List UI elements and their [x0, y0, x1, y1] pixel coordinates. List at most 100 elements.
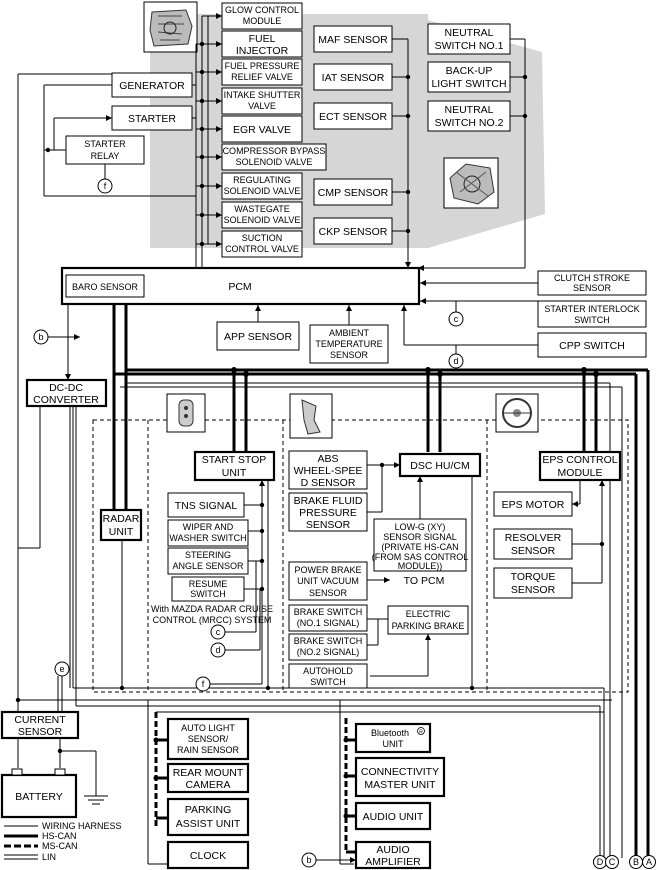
auto-light-rain-sensor — [166, 717, 250, 761]
battery-terminal-neg — [11, 768, 23, 776]
maf-label: MAF SENSOR — [318, 34, 388, 46]
lowg-label-4: (FROM SAS CONTROL — [372, 552, 469, 562]
body-can-bus — [147, 700, 604, 865]
svg-text:IAT SENSOR: IAT SENSOR — [322, 72, 385, 84]
mrcc-note-2: CONTROL (MRCC) SYSTEM — [153, 615, 272, 625]
clutch-label-1: CLUTCH STROKE — [554, 273, 630, 283]
svg-text:ECT SENSOR: ECT SENSOR — [319, 111, 387, 123]
battery-terminal-pos — [54, 768, 66, 776]
backup-light-switch — [427, 61, 511, 93]
fuel-injector-label-1: FUEL — [249, 33, 276, 45]
neutral2-label-1: NEUTRAL — [444, 104, 493, 116]
steering-wheel-picture — [495, 393, 539, 433]
autohold-label-2: SWITCH — [310, 677, 346, 687]
glow-label-1: GLOW CONTROL — [225, 5, 299, 15]
interlock-label-2: SWITCH — [574, 315, 610, 325]
wastegate-label-2: SOLENOID VALVE — [224, 215, 301, 225]
svg-text:GENERATOR: GENERATOR — [119, 80, 185, 92]
connectivity-label-1: CONNECTIVITY — [361, 766, 439, 778]
battery — [0, 773, 78, 819]
brake-sw2-label-1: BRAKE SWITCH — [294, 636, 363, 646]
app-label: APP SENSOR — [224, 331, 292, 343]
fuel-relief-label-1: FUEL PRESSURE — [225, 61, 300, 71]
rear-camera-label-1: REAR MOUNT — [173, 767, 244, 779]
eps-motor-label: EPS MOTOR — [502, 499, 565, 511]
vacuum-label-3: SENSOR — [309, 588, 348, 598]
rear-mount-camera — [166, 762, 250, 794]
abs-label-3: D SENSOR — [301, 477, 356, 489]
transmission-bus — [418, 38, 528, 271]
start-stop-label-1: START STOP — [202, 454, 267, 466]
mrcc-note-1: With MAZDA RADAR CRUISE — [151, 604, 273, 614]
start-stop-label-2: UNIT — [222, 467, 247, 479]
cmp-sensor — [313, 178, 393, 206]
svg-text:LOW-G (XY)SENSOR SIGNAL(PRIVAT: LOW-G (XY)SENSOR SIGNAL(PRIVATE HS-CAN(F… — [372, 522, 469, 571]
legend-wiring: WIRING HARNESS — [42, 821, 122, 831]
resume-label-1: RESUME — [189, 579, 228, 589]
wastegate-label-1: WASTEGATE — [234, 204, 290, 214]
current-sensor-label-2: SENSOR — [18, 726, 63, 738]
parking-assist-label-1: PARKING — [185, 804, 231, 816]
svg-text:BRAKE SWITCH(NO.2 SIGNAL): BRAKE SWITCH(NO.2 SIGNAL) — [294, 636, 363, 657]
eps-wires — [572, 480, 605, 584]
transmission-picture — [443, 157, 499, 209]
fuel-injector-label-2: INJECTOR — [236, 45, 289, 57]
connector-f-ss — [195, 676, 211, 692]
svg-text:MAF SENSOR: MAF SENSOR — [318, 34, 388, 46]
resume-label-2: SWITCH — [190, 589, 226, 599]
connector-f-top — [97, 178, 113, 194]
lowg-label-1: LOW-G (XY) — [395, 522, 446, 532]
battery-wires — [17, 676, 108, 805]
starter-relay-label-2: RELAY — [91, 151, 120, 161]
bluetooth-label-1: Bluetooth — [371, 728, 409, 738]
starter-relay-label-1: STARTER — [84, 139, 126, 149]
can-buses — [112, 304, 650, 858]
suction-label-2: CONTROL VALVE — [225, 244, 299, 254]
resolver-label-2: SENSOR — [511, 545, 556, 557]
regulating-label-1: REGULATING — [233, 175, 291, 185]
ckp-sensor — [313, 217, 393, 245]
connector-c-ss — [210, 624, 226, 640]
auto-light-label-3: RAIN SENSOR — [177, 745, 240, 755]
interlock-label-1: STARTER INTERLOCK — [544, 304, 639, 314]
pcm — [60, 266, 421, 306]
connector-f-top-label: f — [104, 181, 107, 191]
brake-sw2-label-2: (NO.2 SIGNAL) — [297, 647, 360, 657]
tns-label: TNS SIGNAL — [175, 500, 238, 512]
wiper-label-1: WIPER AND — [183, 522, 234, 532]
dsc-wires — [367, 462, 475, 691]
connector-b-left-label: b — [38, 332, 43, 342]
vacuum-label-1: POWER BRAKE — [294, 565, 361, 575]
connector-c-pcm-label: c — [454, 314, 459, 324]
radar-label-1: RADAR — [103, 513, 140, 525]
neutral2-label-2: SWITCH NO.2 — [435, 117, 504, 129]
audio-amp-label-1: AUDIO — [376, 844, 409, 856]
backup-label-1: BACK-UP — [446, 65, 493, 77]
auto-light-label-1: AUTO LIGHT — [181, 723, 235, 733]
svg-text:CMP SENSOR: CMP SENSOR — [318, 187, 389, 199]
connector-D-label: D — [597, 857, 604, 867]
connector-b-bottom-label: b — [306, 855, 311, 865]
connector-c-pcm — [448, 311, 464, 327]
iat-sensor — [313, 63, 393, 91]
tns-signal — [167, 492, 245, 518]
torque-label-2: SENSOR — [511, 584, 556, 596]
steering-label-2: ANGLE SENSOR — [172, 561, 244, 571]
audio-amp-label-2: AMPLIFIER — [365, 856, 421, 868]
connectivity-label-2: MASTER UNIT — [364, 779, 436, 791]
torque-label-1: TORQUE — [511, 571, 556, 583]
